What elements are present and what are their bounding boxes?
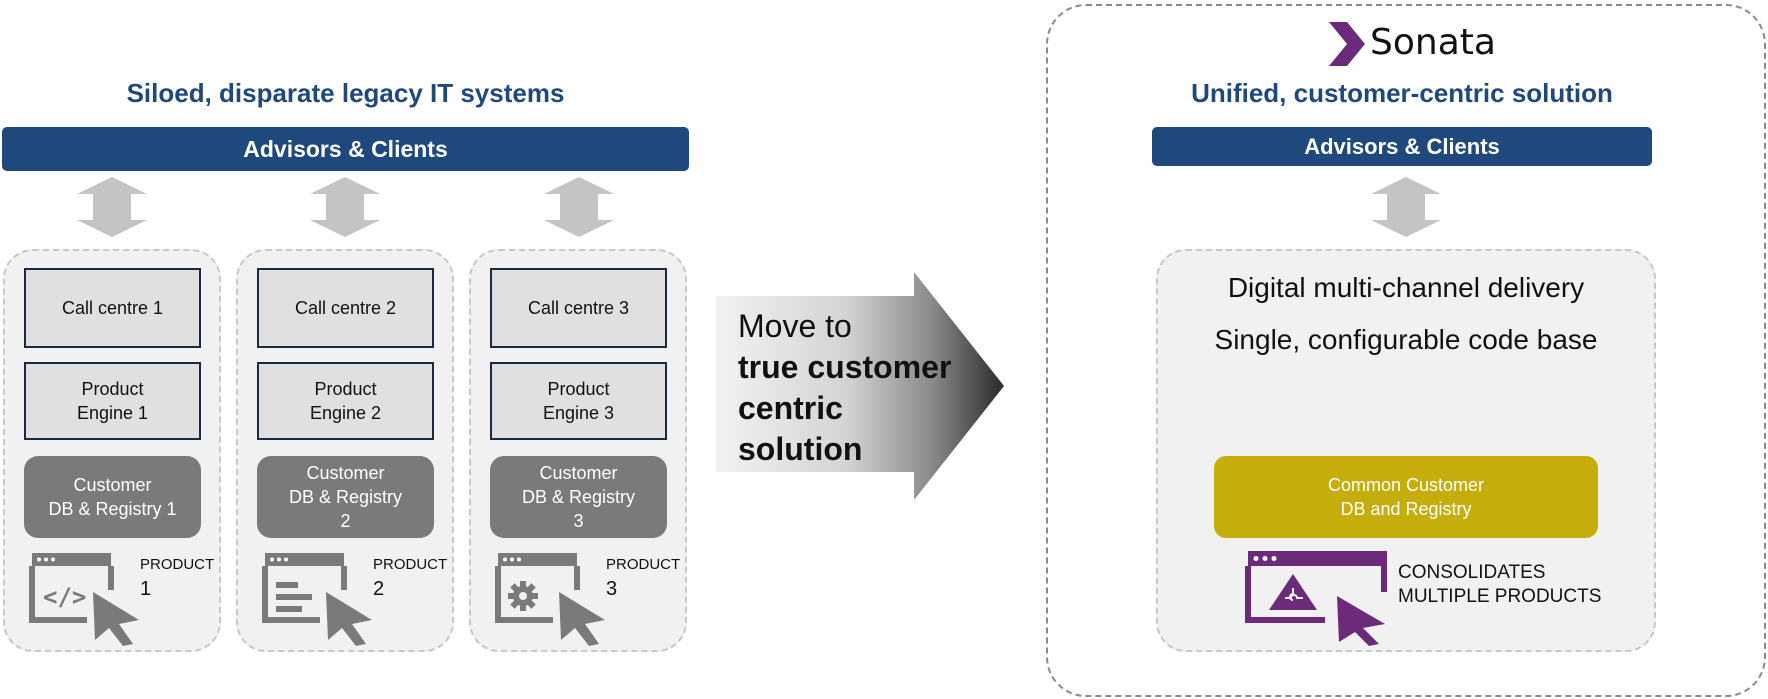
product-label: PRODUCT (373, 556, 448, 573)
customer-db-line2: DB & Registry 1 (48, 499, 177, 519)
call-centre-box: Call centre 2 (257, 268, 434, 348)
customer-db-box: Customer DB & Registry 1 (24, 456, 201, 538)
product-engine-line1: Product (547, 379, 610, 399)
customer-db-line1: Customer (306, 463, 385, 483)
call-centre-label: Call centre 3 (527, 298, 630, 318)
product-engine-line2: Engine 1 (76, 403, 149, 423)
customer-db-line3: 3 (573, 511, 584, 531)
product-label: PRODUCT (140, 556, 215, 573)
call-centre-label: Call centre 1 (61, 298, 164, 318)
call-centre-label: Call centre 2 (294, 298, 397, 318)
common-db-line2: DB and Registry (1340, 499, 1472, 519)
sonata-solution-panel (1046, 4, 1766, 697)
product-engine-box: Product Engine 2 (257, 362, 434, 440)
transition-text-line1: Move to (738, 308, 852, 344)
transition-text-line4: solution (738, 431, 863, 467)
double-arrow-icon (77, 177, 147, 237)
product-engine-box: Product Engine 1 (24, 362, 201, 440)
customer-db-line3: 2 (340, 511, 351, 531)
consolidates-line2: MULTIPLE PRODUCTS (1398, 586, 1602, 607)
customer-db-line1: Customer (539, 463, 618, 483)
product-number: 3 (606, 578, 618, 600)
sonata-logo-icon (1329, 22, 1365, 66)
code-window-icon: </> (29, 553, 139, 646)
product-label: PRODUCT (606, 556, 681, 573)
product-engine-line2: Engine 2 (309, 403, 382, 423)
common-customer-db-box: Common Customer DB and Registry (1214, 456, 1598, 538)
svg-text:</>: </> (43, 583, 86, 611)
consolidates-line1: CONSOLIDATES (1398, 562, 1546, 583)
call-centre-box: Call centre 3 (490, 268, 667, 348)
digital-delivery-label: Digital multi-channel delivery (1227, 272, 1585, 303)
product-number: 1 (140, 578, 152, 600)
call-centre-box: Call centre 1 (24, 268, 201, 348)
right-heading: Unified, customer-centric solution (1191, 78, 1613, 108)
customer-db-line2: DB & Registry (288, 487, 403, 507)
puzzle-window-icon (1245, 551, 1387, 646)
product-engine-line2: Engine 3 (542, 403, 615, 423)
transition-arrow (716, 272, 1004, 500)
double-arrow-icon (544, 177, 614, 237)
right-advisors-bar: Advisors & Clients (1152, 127, 1652, 166)
gear-window-icon (495, 553, 605, 646)
unified-platform-box (1156, 249, 1656, 652)
common-db-line1: Common Customer (1327, 475, 1485, 495)
transition-text-line3: centric (738, 390, 843, 426)
sonata-logo-text: Sonata (1370, 22, 1496, 63)
product-number: 2 (373, 578, 385, 600)
code-base-label: Single, configurable code base (1214, 324, 1598, 355)
left-advisors-bar: Advisors & Clients (2, 127, 689, 171)
customer-db-box: Customer DB & Registry 2 (257, 456, 434, 538)
product-engine-box: Product Engine 3 (490, 362, 667, 440)
product-engine-line1: Product (314, 379, 377, 399)
transition-text-line2: true customer (738, 349, 952, 385)
double-arrow-icon (1371, 177, 1441, 237)
left-heading: Siloed, disparate legacy IT systems (126, 78, 565, 108)
product-engine-line1: Product (81, 379, 144, 399)
double-arrow-icon (310, 177, 380, 237)
form-window-icon (262, 553, 372, 646)
customer-db-line1: Customer (73, 475, 152, 495)
customer-db-line2: DB & Registry (521, 487, 636, 507)
customer-db-box: Customer DB & Registry 3 (490, 456, 667, 538)
